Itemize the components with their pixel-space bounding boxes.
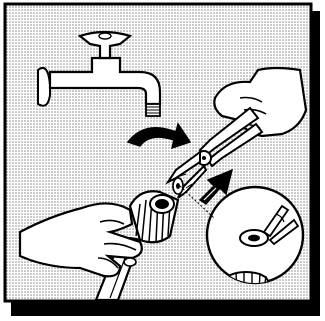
wall-flange — [38, 68, 50, 106]
washer-in-jaws — [173, 178, 183, 194]
threaded-spout — [146, 104, 160, 116]
